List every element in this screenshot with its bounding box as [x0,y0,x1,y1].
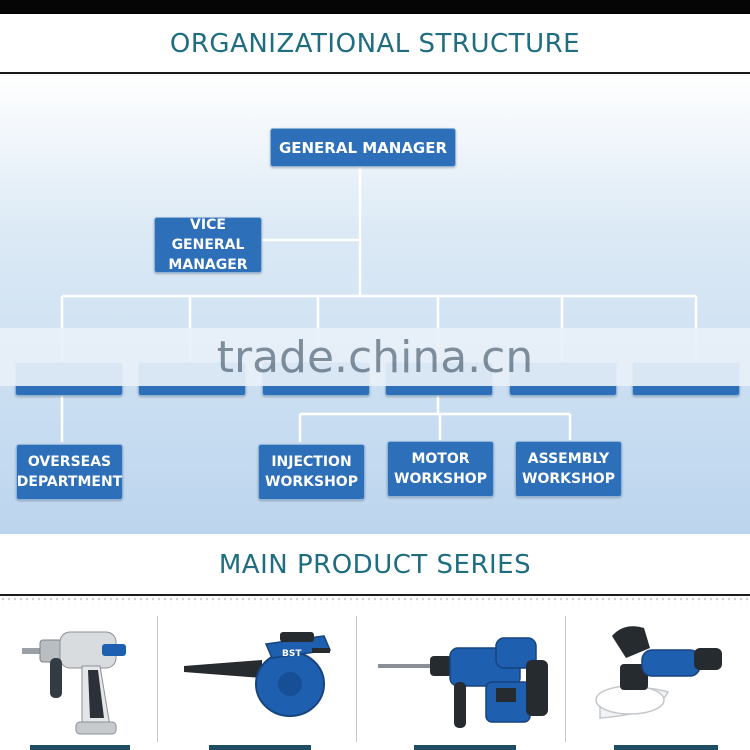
watermark: trade.china.cn [216,332,534,383]
product-divider-3 [565,616,566,742]
injection-workshop-line-1: INJECTION [271,454,352,470]
blower-brand-mark: BST [282,649,302,659]
product-divider-2 [356,616,357,742]
org-section-header: ORGANIZATIONAL STRUCTURE [0,14,750,74]
overseas-department-box: OVERSEAS DEPARTMENT [16,444,123,500]
rotary-hammer-icon [378,637,548,728]
car-polisher-icon [595,626,722,719]
vice-general-manager-box: VICE GENERAL MANAGER [154,217,262,273]
product-divider-1 [157,616,158,742]
org-chart: GENERAL MANAGER VICE GENERAL MANAGER OVE… [0,74,750,534]
motor-workshop-line-2: WORKSHOP [394,471,487,487]
product-strip: BST [0,596,750,750]
assembly-workshop-line-2: WORKSHOP [522,471,615,487]
general-manager-box: GENERAL MANAGER [270,128,456,167]
overseas-department-line-2: DEPARTMENT [16,474,123,490]
vice-general-manager-line-2: MANAGER [168,257,248,273]
product-label-bar-3 [414,745,516,750]
injection-workshop-line-2: WORKSHOP [265,474,358,490]
top-border [0,0,750,14]
vice-general-manager-line-1: VICE GENERAL [171,217,245,253]
product-section-title: MAIN PRODUCT SERIES [218,550,532,580]
product-label-bar-2 [209,745,311,750]
product-section-header: MAIN PRODUCT SERIES [0,534,750,596]
product-label-bar-4 [614,745,718,750]
dotted-divider [0,596,750,604]
injection-workshop-box: INJECTION WORKSHOP [258,444,365,500]
assembly-workshop-line-1: ASSEMBLY [527,451,610,467]
general-manager-label: GENERAL MANAGER [278,138,448,157]
motor-workshop-box: MOTOR WORKSHOP [387,441,494,497]
motor-workshop-line-1: MOTOR [411,451,470,467]
impact-drill-icon [22,631,126,735]
electric-blower-icon: BST [184,632,332,717]
org-section-title: ORGANIZATIONAL STRUCTURE [169,29,581,59]
product-label-bar-1 [30,745,130,750]
assembly-workshop-box: ASSEMBLY WORKSHOP [515,441,622,497]
watermark-band [0,328,750,386]
overseas-department-line-1: OVERSEAS [27,454,112,470]
